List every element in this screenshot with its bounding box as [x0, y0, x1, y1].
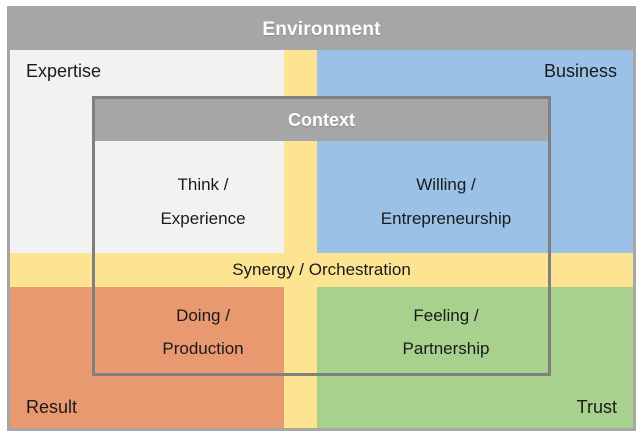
cell-feeling-partnership: Feeling / Partnership: [340, 288, 552, 376]
cell-doing-line1: Doing /: [176, 305, 230, 325]
quadrant-business: [300, 50, 633, 253]
diagram-frame: Environment Synergy / Orchestration Expe…: [7, 6, 636, 431]
cell-think-line1: Think /: [177, 175, 229, 195]
cell-feeling-line2: Partnership: [402, 339, 490, 358]
quadrant-grid: Synergy / Orchestration Expertise Busine…: [10, 50, 633, 428]
quadrant-result: [10, 286, 301, 428]
cell-think-line2: Experience: [160, 208, 246, 228]
cell-doing-line2: Production: [162, 339, 244, 358]
axis-label-trust: Trust: [576, 397, 617, 417]
quadrant-trust: [300, 286, 633, 428]
axis-label-result: Result: [26, 397, 78, 417]
cell-willing-entrepreneurship: Willing / Entrepreneurship: [340, 149, 552, 254]
context-box: Context: [92, 96, 551, 376]
synergy-horizontal-band: Synergy / Orchestration: [10, 252, 633, 287]
context-title: Context: [288, 109, 355, 130]
cell-think-experience: Think / Experience: [98, 149, 308, 254]
synergy-orchestration-label: Synergy / Orchestration: [232, 259, 411, 279]
cell-willing-line1: Willing /: [416, 175, 476, 195]
context-header-bar: Context: [95, 99, 548, 141]
cell-doing-production: Doing / Production: [98, 288, 308, 376]
quadrant-expertise: [10, 50, 301, 253]
cell-willing-line2: Entrepreneurship: [380, 208, 512, 228]
axis-label-business: Business: [543, 61, 617, 81]
cell-feeling-line1: Feeling /: [413, 305, 479, 325]
environment-header-bar: Environment: [10, 9, 633, 50]
environment-title: Environment: [262, 18, 381, 40]
axis-label-expertise: Expertise: [26, 61, 102, 81]
